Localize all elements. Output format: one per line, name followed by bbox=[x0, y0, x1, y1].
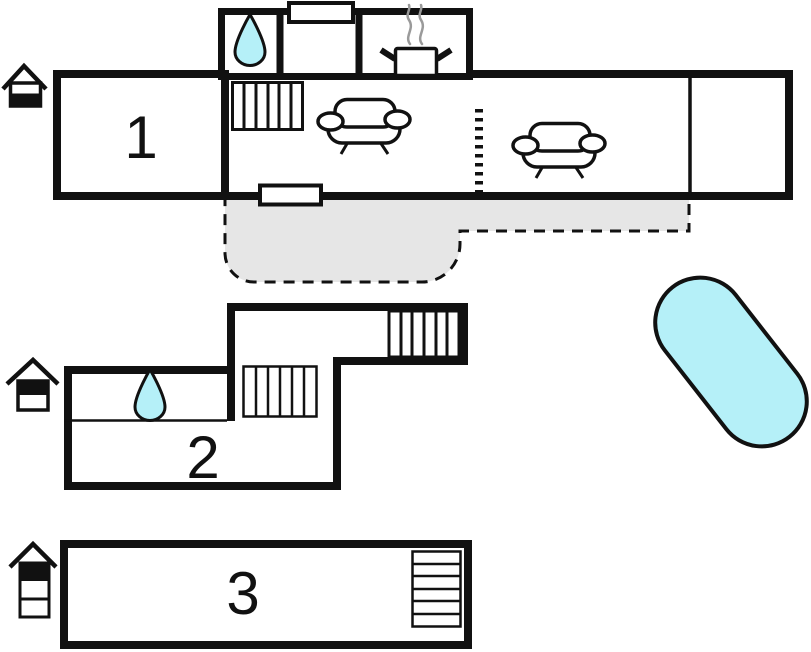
house-level-icon-floor-1 bbox=[1, 62, 48, 108]
house-level-icon-floor-2 bbox=[5, 356, 60, 412]
floor-3-walls bbox=[60, 540, 472, 649]
floor-1-walls bbox=[53, 70, 793, 200]
stairs-icon-floor-3 bbox=[411, 550, 462, 628]
house-level-icon-floor-3 bbox=[8, 540, 58, 619]
floor-1-plan: 1 bbox=[53, 1, 793, 207]
stove-icon bbox=[379, 3, 453, 78]
floor-2-plan: 2 bbox=[64, 303, 468, 491]
window-top bbox=[287, 1, 355, 24]
floor-3-plan: 3 bbox=[60, 540, 472, 649]
stairs-icon-floor-1 bbox=[231, 81, 304, 131]
floor-2-label: 2 bbox=[186, 424, 219, 491]
stairs-icon-floor-2-lower bbox=[242, 365, 318, 418]
terrace-outline bbox=[223, 191, 691, 284]
floor-1-label: 1 bbox=[124, 104, 157, 171]
pool bbox=[653, 275, 809, 449]
steam-icon bbox=[418, 3, 425, 46]
stairs-icon-floor-2-upper bbox=[387, 309, 461, 359]
steam-icon bbox=[406, 3, 413, 46]
window-bottom bbox=[258, 183, 323, 207]
floor-3-label: 3 bbox=[226, 560, 259, 627]
